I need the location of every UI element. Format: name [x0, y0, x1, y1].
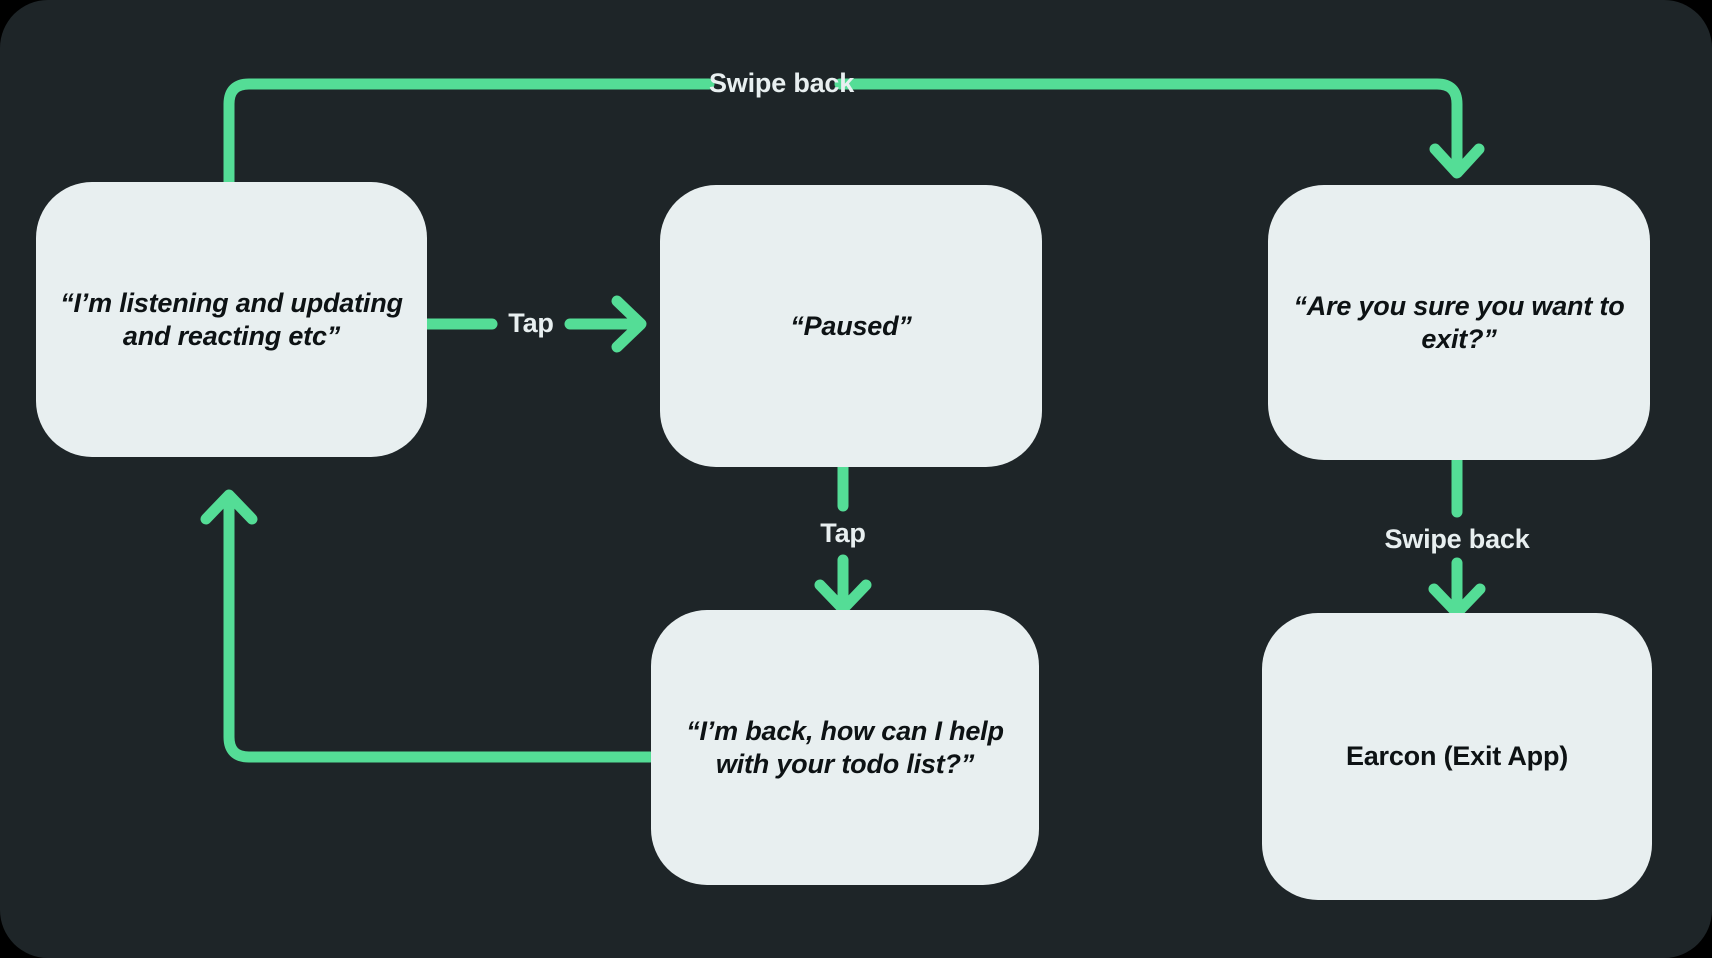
edge-exit-to-earcon-arrowhead [1428, 583, 1486, 619]
node-paused-label: “Paused” [790, 310, 912, 341]
edge-listening-to-paused-arrowhead [611, 295, 647, 353]
node-listening[interactable]: “I’m listening and updating and reacting… [36, 182, 427, 457]
node-exit-confirm[interactable]: “Are you sure you want to exit?” [1268, 185, 1650, 460]
node-back[interactable]: “I’m back, how can I help with your todo… [651, 610, 1039, 885]
edge-back-to-listening-arrowhead [200, 489, 258, 525]
edge-paused-to-back-arrowhead [814, 579, 872, 615]
node-back-label: “I’m back, how can I help with your todo… [686, 715, 1004, 779]
node-exit-confirm-label: “Are you sure you want to exit?” [1293, 290, 1625, 354]
edge-label-tap-horizontal: Tap [508, 308, 554, 338]
edge-listening-to-exit-arrowhead [1429, 143, 1485, 179]
node-earcon-label: Earcon (Exit App) [1345, 741, 1569, 772]
node-listening-label: “I’m listening and updating and reacting… [60, 287, 403, 351]
node-paused[interactable]: “Paused” [660, 185, 1042, 467]
edge-listening-to-exit-line [223, 78, 715, 188]
edge-label-swipe-back-right: Swipe back [1384, 524, 1530, 554]
node-earcon[interactable]: Earcon (Exit App) [1262, 613, 1652, 900]
edge-label-swipe-back-top: Swipe back [709, 68, 855, 98]
edge-label-tap-vertical: Tap [820, 518, 866, 548]
edge-back-to-listening-line [223, 490, 656, 763]
edge-listening-to-exit-line-right [834, 78, 1463, 176]
